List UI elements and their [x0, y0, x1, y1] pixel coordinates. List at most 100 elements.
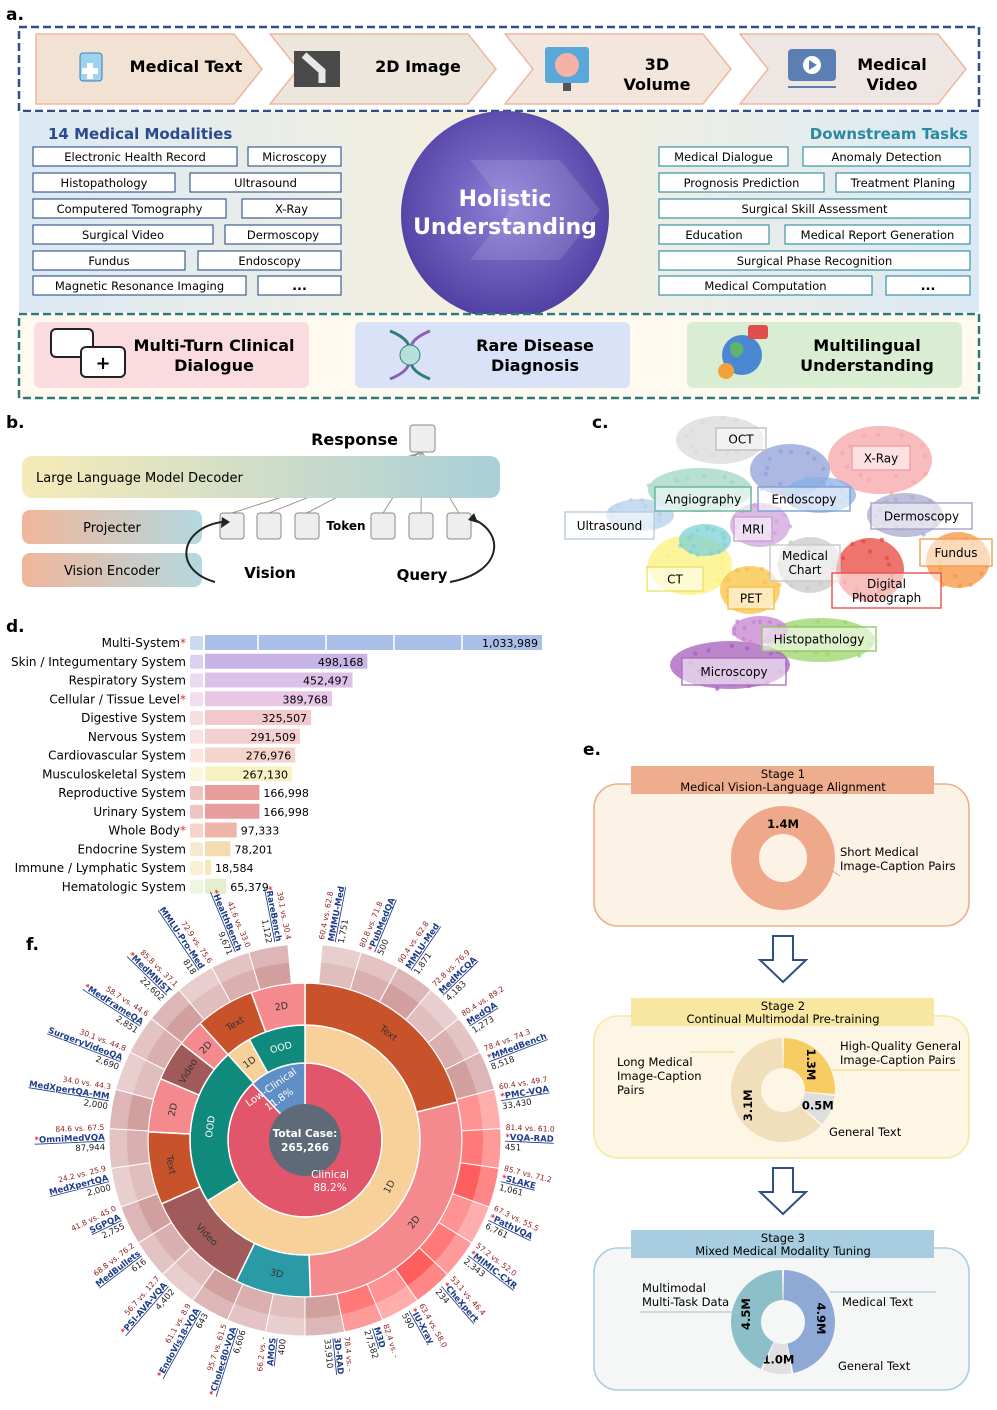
tsne-label-box-digital-photograph	[831, 572, 942, 609]
tsne-point	[715, 578, 720, 583]
tsne-label: Dermoscopy	[884, 510, 959, 524]
tsne-point	[768, 651, 774, 656]
projector-label: Projecter	[83, 521, 141, 536]
dataset-count: 1,122	[259, 919, 273, 945]
response-token	[409, 424, 436, 453]
modality-label: Histopathology	[61, 176, 148, 190]
input-chevron-medical-video	[738, 33, 967, 105]
tsne-point	[791, 482, 796, 488]
tsne-point	[729, 643, 735, 649]
task-label: Surgical Skill Assessment	[741, 202, 888, 216]
body-system-label-respiratory-system: Respiratory System	[69, 674, 186, 688]
capability-label: Rare Disease	[476, 336, 594, 355]
modality-ring-label: 2D	[167, 1102, 181, 1117]
tsne-point	[911, 479, 917, 485]
dataset-segment-fade	[375, 1285, 418, 1320]
dataset-segment-fade	[419, 989, 459, 1030]
task-box-	[885, 275, 971, 296]
dataset-segment-fade	[109, 1128, 129, 1169]
dataset-segment-fade	[472, 1165, 499, 1208]
donut-segment-general-text	[799, 1092, 835, 1125]
stage-header-3	[631, 1230, 934, 1258]
token-label: Token	[326, 519, 365, 533]
tsne-label-box-medical-chart	[769, 544, 841, 582]
tsne-label-box-oct	[715, 427, 767, 451]
bar-digestive-system	[205, 710, 312, 725]
star-marker: *	[34, 1136, 39, 1146]
tsne-point	[726, 577, 731, 583]
tsne-point	[763, 471, 769, 476]
holistic-line-1: Holistic	[459, 187, 552, 212]
query-label: Query	[397, 566, 448, 584]
dataset-name-text: VQA-RAD	[510, 1133, 554, 1145]
tsne-label: Photograph	[852, 591, 921, 605]
tsne-point	[757, 619, 763, 625]
stage-name: Stage 3	[761, 1231, 805, 1245]
speech-dot-icon	[718, 363, 734, 379]
modality-box-	[257, 275, 342, 296]
dataset-segment-fade	[151, 989, 191, 1030]
speech-bubble-icon	[748, 325, 768, 339]
modality-box-ultrasound	[189, 172, 342, 193]
dataset-segment-fade	[192, 1285, 235, 1320]
tsne-point	[876, 432, 881, 437]
tsne-point	[844, 464, 850, 470]
query-loop-arrow	[449, 517, 496, 583]
star-marker: *	[180, 692, 186, 706]
tsne-point	[778, 449, 783, 454]
donut-segment-general-text	[762, 1342, 792, 1374]
dataset-segment-fade	[444, 1018, 481, 1061]
bar-cellular-tissue-level	[205, 691, 333, 707]
tsne-point	[760, 566, 765, 572]
tsne-point	[643, 503, 648, 509]
donut-segment-multimodal-multi-task-data	[730, 1270, 783, 1369]
tsne-label: Medical	[782, 549, 828, 563]
star-marker: *	[440, 1281, 451, 1291]
tsne-point	[695, 552, 700, 557]
input-token	[256, 512, 282, 540]
tsne-label-box-mri	[733, 516, 773, 542]
tsne-point	[689, 428, 694, 434]
input-type-label: Video	[867, 75, 918, 94]
tsne-point	[938, 566, 943, 571]
modality-ring-label: Text	[163, 1154, 178, 1176]
tsne-point	[778, 481, 783, 486]
dataset-segment-fade	[265, 1314, 305, 1336]
tsne-label: Angiography	[665, 493, 741, 507]
dataset-count: 1,751	[337, 919, 351, 945]
organ-icon	[190, 879, 203, 894]
tsne-point	[744, 646, 750, 651]
body-system-label-hematologic-system: Hematologic System	[62, 880, 186, 894]
tsne-point	[721, 535, 727, 541]
tsne-point	[734, 449, 739, 455]
tsne-point	[957, 583, 963, 588]
donut-segment-medical-text	[783, 1270, 836, 1373]
organ-icon	[190, 673, 203, 688]
task-label: Anomaly Detection	[832, 150, 942, 164]
task-label: Medical Dialogue	[674, 150, 773, 164]
globe-land-icon	[730, 342, 744, 358]
modality-box-x-ray	[241, 198, 342, 219]
tsne-point	[706, 648, 711, 653]
body-system-label-cellular-tissue-level: Cellular / Tissue Level*	[49, 692, 186, 706]
tsne-cluster	[679, 524, 731, 556]
dataset-count: 451	[505, 1143, 522, 1154]
dataset-segment-fade	[109, 1089, 134, 1130]
tsne-point	[804, 475, 810, 481]
dataset-score: 66.2 vs. -	[255, 1336, 268, 1372]
benchmark-sunburst: Total Case:265,266Clinical88.2%Low-Clini…	[28, 885, 555, 1397]
tsne-point	[690, 532, 695, 538]
holistic-line-2: Understanding	[413, 215, 597, 240]
tsne-point	[805, 450, 811, 456]
tsne-label-box-ultrasound	[564, 511, 655, 540]
tsne-point	[716, 549, 722, 555]
body-system-label-whole-body: Whole Body*	[108, 824, 186, 838]
tsne-point	[722, 475, 727, 480]
modality-box-magnetic-resonance-imaging	[32, 275, 247, 296]
tsne-point	[774, 519, 779, 524]
tsne-point	[979, 571, 984, 576]
donut-label: Pairs	[617, 1083, 644, 1097]
